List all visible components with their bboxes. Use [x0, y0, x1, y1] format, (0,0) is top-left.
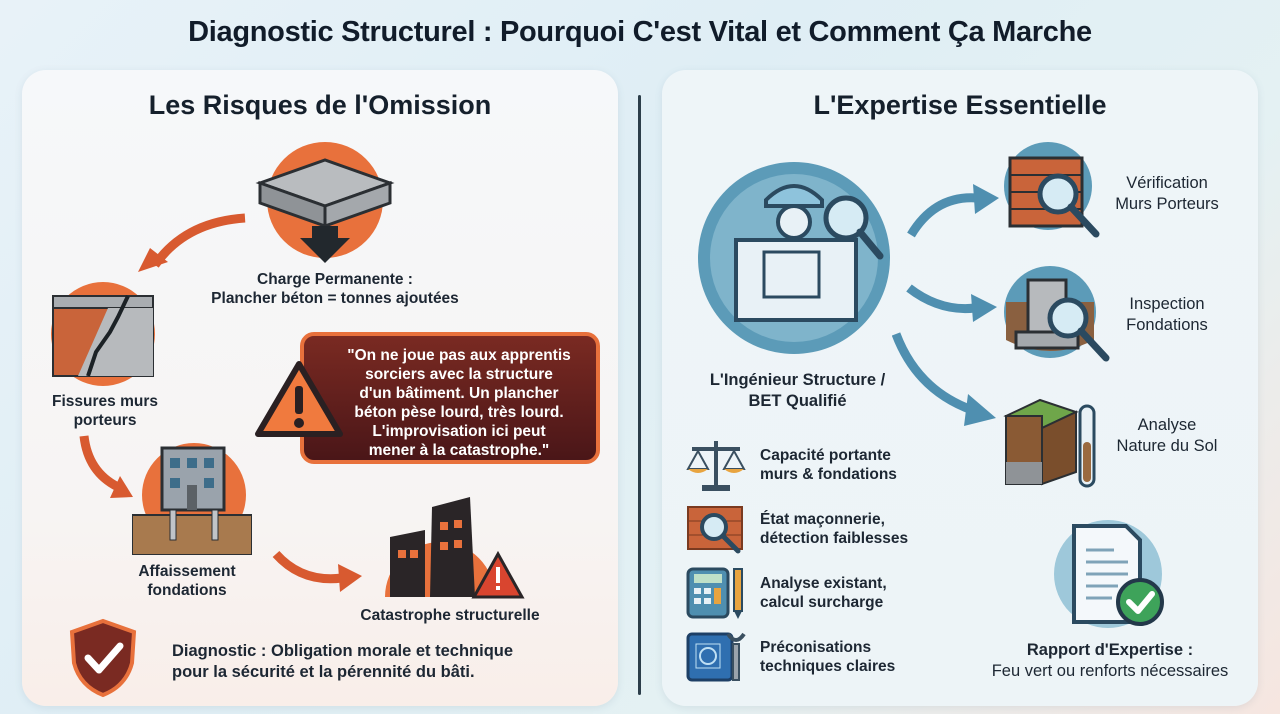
arrow-icon: [907, 184, 999, 238]
step-subsidence-label: Affaissement fondations: [138, 563, 236, 599]
cracked-wall-icon: [51, 282, 155, 386]
engineer-label: L'Ingénieur Structure / BET Qualifié: [709, 371, 886, 410]
task-item: Analyse existant,calcul surcharge: [686, 565, 887, 621]
arrow-icon: [892, 332, 996, 426]
scales-icon: [686, 441, 746, 491]
arrow-icon: [79, 435, 133, 498]
task-item: État maçonnerie,détection faiblesses: [686, 503, 908, 555]
calculator-icon: [686, 567, 743, 619]
brick-wall-magnifier-icon: [1004, 142, 1100, 238]
sinking-building-icon: [132, 443, 252, 555]
step-load-label: Charge Permanente : Plancher béton = ton…: [211, 271, 459, 307]
arrow-icon: [272, 550, 362, 592]
panel-divider: [638, 95, 641, 695]
report-label: Rapport d'Expertise : Feu vert ou renfor…: [991, 641, 1229, 680]
arrow-icon: [138, 213, 246, 272]
warning-quote-box: "On ne joue pas aux apprentis sorciers a…: [300, 332, 600, 464]
concrete-slab-icon: [255, 142, 395, 263]
report-check-icon: [1054, 520, 1164, 628]
shield-check-icon: [69, 618, 137, 698]
check-soil-label: Analyse Nature du Sol: [1116, 416, 1218, 455]
arrow-icon: [906, 284, 997, 322]
soil-sample-icon: [1003, 398, 1096, 488]
step-cracks-label: Fissures murs porteurs: [52, 393, 158, 429]
collapsed-building-icon: [385, 497, 525, 599]
check-walls-label: Vérification Murs Porteurs: [1115, 174, 1219, 213]
page-title: Diagnostic Structurel : Pourquoi C'est V…: [188, 16, 1092, 48]
check-foundations-label: Inspection Fondations: [1126, 295, 1208, 334]
blueprint-wrench-icon: [686, 632, 746, 682]
expertise-heading: L'Expertise Essentielle: [813, 90, 1107, 120]
step-catastrophe-label: Catastrophe structurelle: [360, 607, 540, 624]
engineer-icon: [698, 162, 890, 354]
foundation-magnifier-icon: [1004, 266, 1110, 362]
conclusion-text: Diagnostic : Obligation morale et techni…: [172, 642, 514, 681]
risks-heading: Les Risques de l'Omission: [148, 90, 492, 120]
warning-icon: [255, 361, 343, 437]
masonry-inspection-icon: [687, 506, 743, 554]
